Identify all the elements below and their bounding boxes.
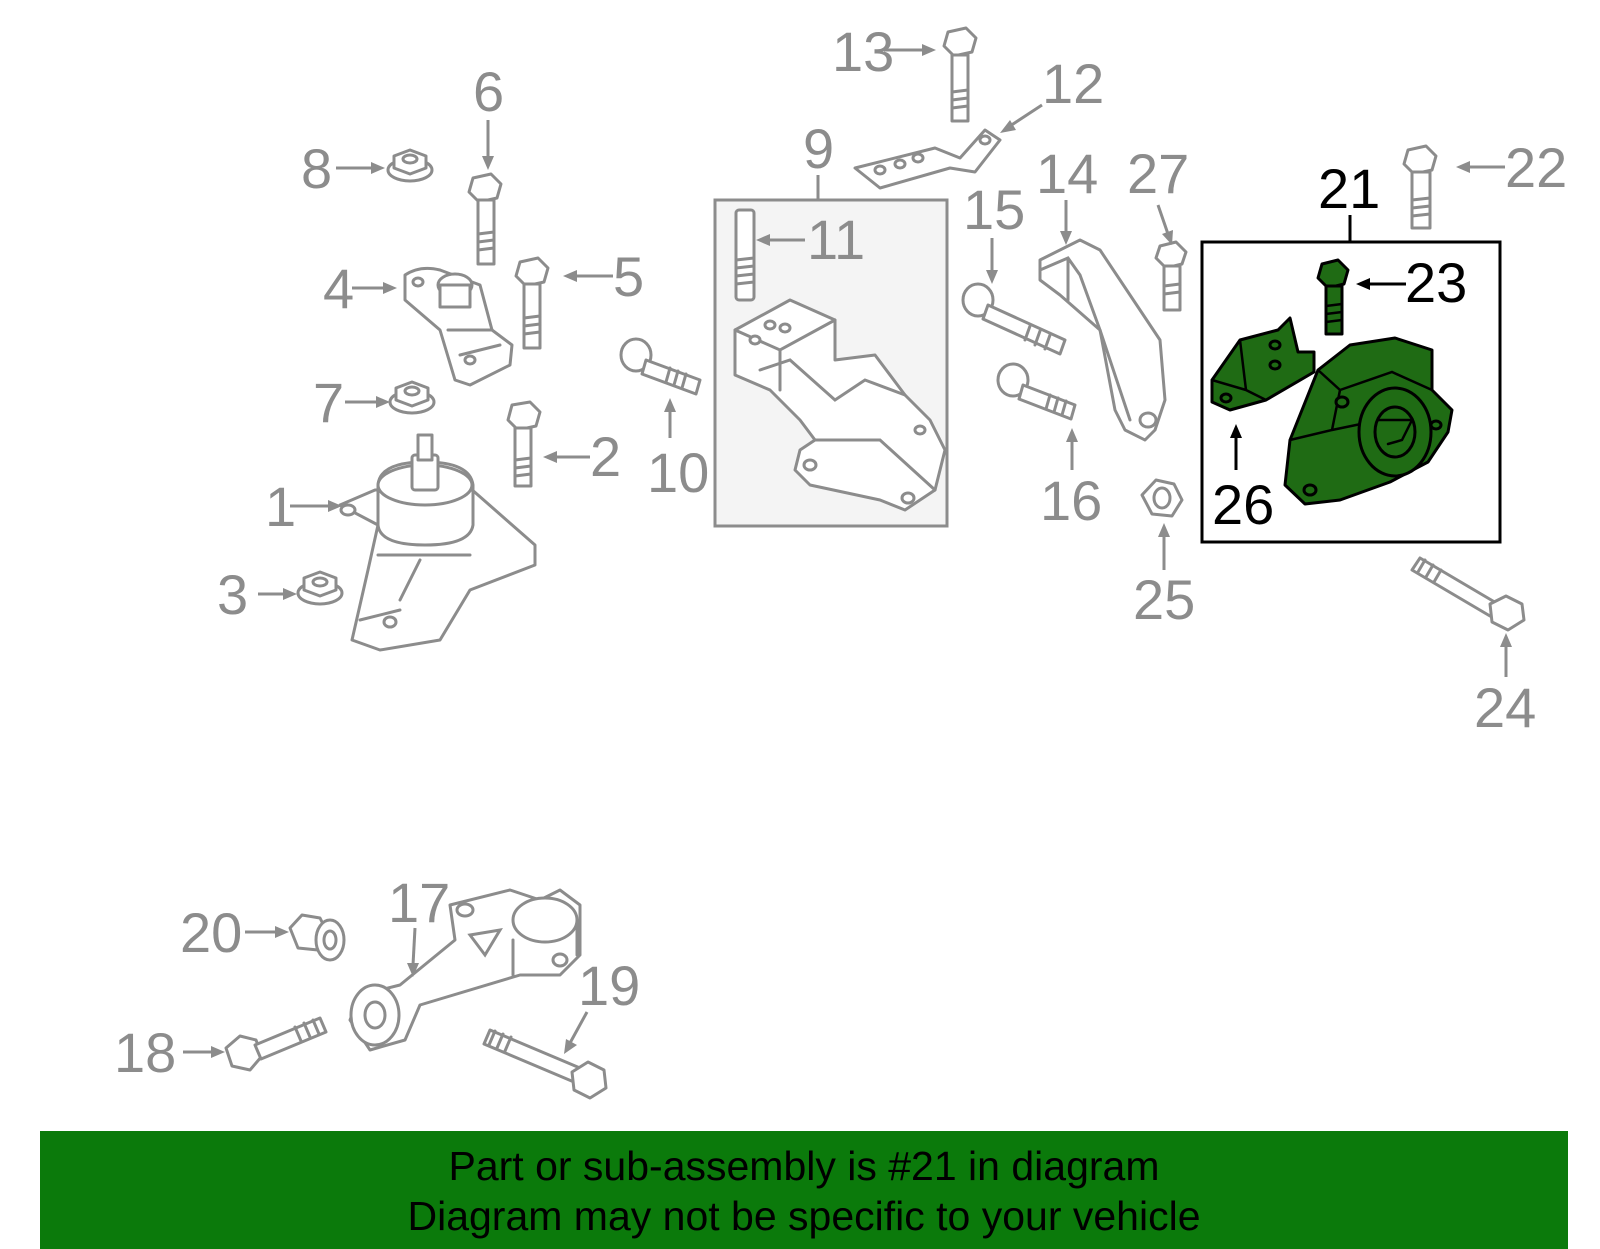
banner-line-2: Diagram may not be specific to your vehi… [407, 1193, 1201, 1239]
part-18-bolt[interactable] [224, 1016, 328, 1072]
part-12-plate[interactable] [853, 128, 1002, 190]
part-19-bolt[interactable] [482, 1028, 608, 1100]
callout-27: 27 [1127, 142, 1189, 205]
callout-15: 15 [963, 178, 1025, 241]
callout-1: 1 [265, 475, 296, 538]
callout-21: 21 [1318, 157, 1380, 220]
callout-7: 7 [313, 371, 344, 434]
part-17-torque-rod[interactable] [348, 888, 582, 1052]
part-4-bracket[interactable] [403, 266, 514, 387]
part-3-nut[interactable] [296, 570, 344, 606]
part-5-bolt[interactable] [514, 256, 550, 350]
part-21-group-box[interactable] [1200, 240, 1502, 544]
callout-5: 5 [613, 245, 644, 308]
callout-10: 10 [647, 441, 709, 504]
part-2-bolt[interactable] [506, 400, 542, 488]
callout-3: 3 [217, 563, 248, 626]
part-8-nut[interactable] [386, 148, 434, 183]
leader-lines [183, 44, 1512, 1058]
callout-18: 18 [114, 1021, 176, 1084]
part-6-bolt[interactable] [467, 172, 503, 266]
callout-24: 24 [1474, 676, 1536, 739]
part-9-group-box[interactable] [713, 198, 949, 528]
part-27-bolt[interactable] [1154, 240, 1188, 312]
callout-19: 19 [578, 954, 640, 1017]
callout-14: 14 [1036, 142, 1098, 205]
callout-2: 2 [590, 425, 621, 488]
part-7-nut[interactable] [388, 380, 436, 415]
callout-numbers: 1 2 3 4 5 6 7 8 9 10 11 12 13 14 15 16 1… [114, 20, 1567, 1084]
callout-25: 25 [1133, 568, 1195, 631]
part-20-nut[interactable] [288, 913, 346, 962]
info-banner: Part or sub-assembly is #21 in diagram D… [40, 1131, 1568, 1249]
part-22-bolt[interactable] [1402, 144, 1438, 230]
callout-26: 26 [1212, 473, 1274, 536]
callout-8: 8 [301, 137, 332, 200]
part-14-bracket[interactable] [1038, 238, 1167, 442]
part-13-bolt[interactable] [942, 26, 978, 123]
callout-13: 13 [832, 20, 894, 83]
part-15-bolt[interactable] [961, 282, 1067, 356]
banner-line-1: Part or sub-assembly is #21 in diagram [448, 1143, 1160, 1189]
part-1-engine-mount[interactable] [338, 433, 537, 652]
callout-16: 16 [1040, 469, 1102, 532]
part-25-nut[interactable] [1140, 478, 1184, 518]
callout-12: 12 [1042, 52, 1104, 115]
callout-6: 6 [473, 60, 504, 123]
callout-9: 9 [803, 117, 834, 180]
callout-4: 4 [323, 257, 354, 320]
part-24-bolt[interactable] [1410, 556, 1526, 632]
callout-20: 20 [180, 901, 242, 964]
part-10-bolt[interactable] [619, 337, 702, 396]
part-16-bolt[interactable] [996, 362, 1077, 421]
callout-17: 17 [388, 871, 450, 934]
callout-11: 11 [807, 208, 865, 271]
callout-22: 22 [1505, 136, 1567, 199]
callout-23: 23 [1405, 251, 1467, 314]
